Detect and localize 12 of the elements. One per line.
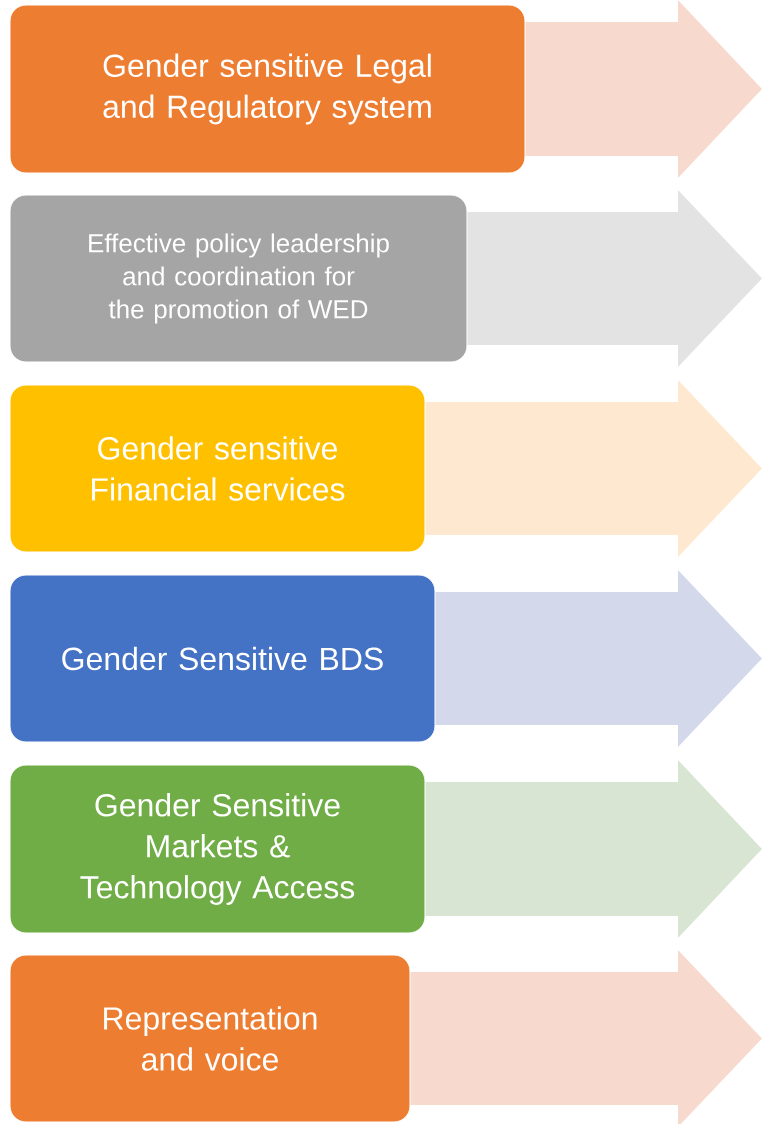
rounded-box: Effective policy leadership and coordination for the promotion of WED [9, 194, 468, 363]
block-arrow [410, 950, 762, 1124]
block-arrow [525, 0, 762, 178]
rounded-box: Gender Sensitive BDS [9, 574, 436, 743]
block-arrow [467, 190, 762, 367]
rounded-box: Gender sensitive Legal and Regulatory system [9, 4, 526, 174]
block-arrow [425, 760, 762, 938]
block-arrow [435, 570, 762, 747]
rounded-box: Gender Sensitive Markets & Technology Access [9, 764, 426, 934]
rounded-box: Representation and voice [9, 954, 411, 1123]
rounded-box: Gender sensitive Financial services [9, 384, 426, 553]
block-arrow [425, 380, 762, 557]
